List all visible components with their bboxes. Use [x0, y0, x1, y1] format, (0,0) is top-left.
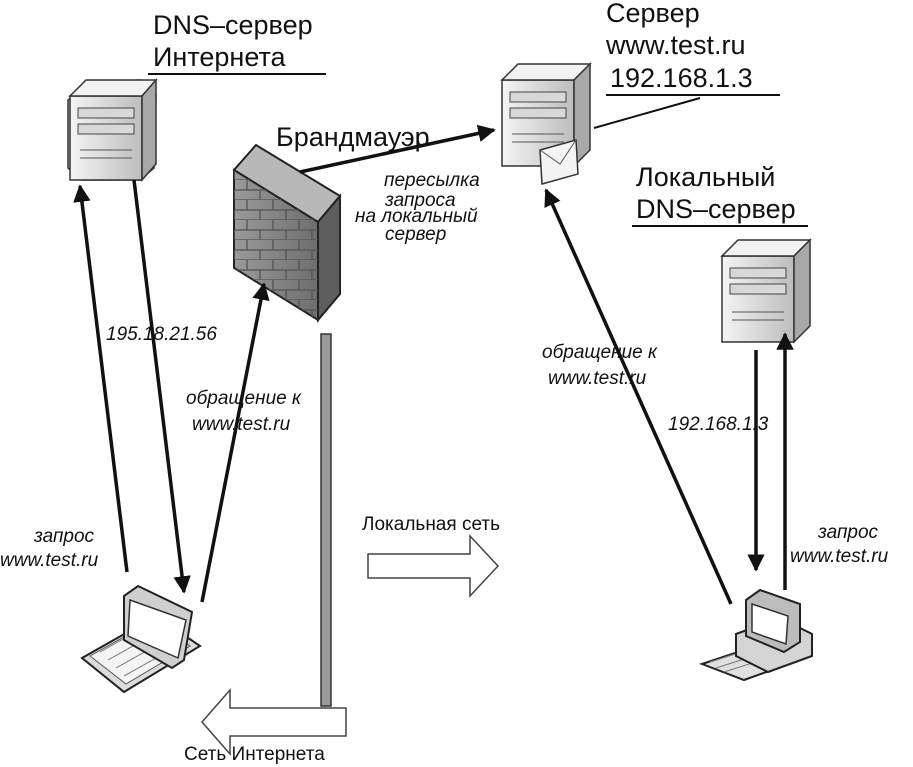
forward-arrow [299, 124, 496, 174]
internet-reply-ip-label: 195.18.21.56 [106, 324, 217, 345]
web-server-callout-line [593, 97, 701, 129]
forward-label-line2: запроса [384, 190, 456, 211]
local-network-zone-arrow-icon [367, 534, 500, 598]
firewall-icon [232, 143, 342, 323]
internet-dns-server-icon [67, 78, 158, 182]
local-dns-server-icon [720, 238, 812, 344]
firewall-label: Брандмауэр [276, 122, 430, 152]
internet-zone-arrow-icon [201, 688, 347, 756]
envelope-icon [539, 139, 579, 185]
internet-dns-title-line2: Интернета [153, 42, 287, 72]
forward-label-line1: пересылка [384, 170, 480, 191]
laptop-request-label-line1: запрос [33, 526, 95, 547]
laptop-to-internet-dns-arrow [73, 184, 129, 573]
network-boundary-divider [320, 333, 332, 707]
local-dns-title-line1: Локальный [636, 162, 775, 192]
internet-dns-to-laptop-arrow [132, 179, 191, 594]
laptop-to-firewall-arrow [200, 282, 270, 603]
web-server-title-line3: 192.168.1.3 [610, 63, 753, 93]
web-server-title-line2: www.test.ru [605, 30, 746, 60]
local-network-zone-label: Локальная сеть [362, 514, 500, 535]
internet-dns-title-line1: DNS–сервер [153, 10, 313, 40]
web-server-title-line1: Сервер [606, 0, 700, 28]
local-reply-ip-label: 192.168.1.3 [668, 414, 769, 435]
local-dns-title-line2: DNS–сервер [636, 194, 796, 224]
desktop-pc-icon [699, 588, 813, 682]
pc-to-web-server-arrow [544, 188, 733, 605]
laptop-access-label-line1: обращение к [186, 388, 302, 409]
internet-zone-label: Сеть Интернета [184, 744, 325, 765]
forward-label-line3: на локальный [355, 206, 478, 227]
laptop-request-label-line2: www.test.ru [0, 550, 99, 571]
pc-request-label-line2: www.test.ru [790, 546, 889, 567]
pc-access-label-line2: www.test.ru [548, 368, 647, 389]
pc-access-label-line1: обращение к [542, 342, 658, 363]
laptop-icon [80, 584, 202, 694]
pc-request-label-line1: запрос [817, 522, 879, 543]
forward-label-line4: сервер [385, 224, 446, 245]
laptop-access-label-line2: www.test.ru [192, 414, 291, 435]
